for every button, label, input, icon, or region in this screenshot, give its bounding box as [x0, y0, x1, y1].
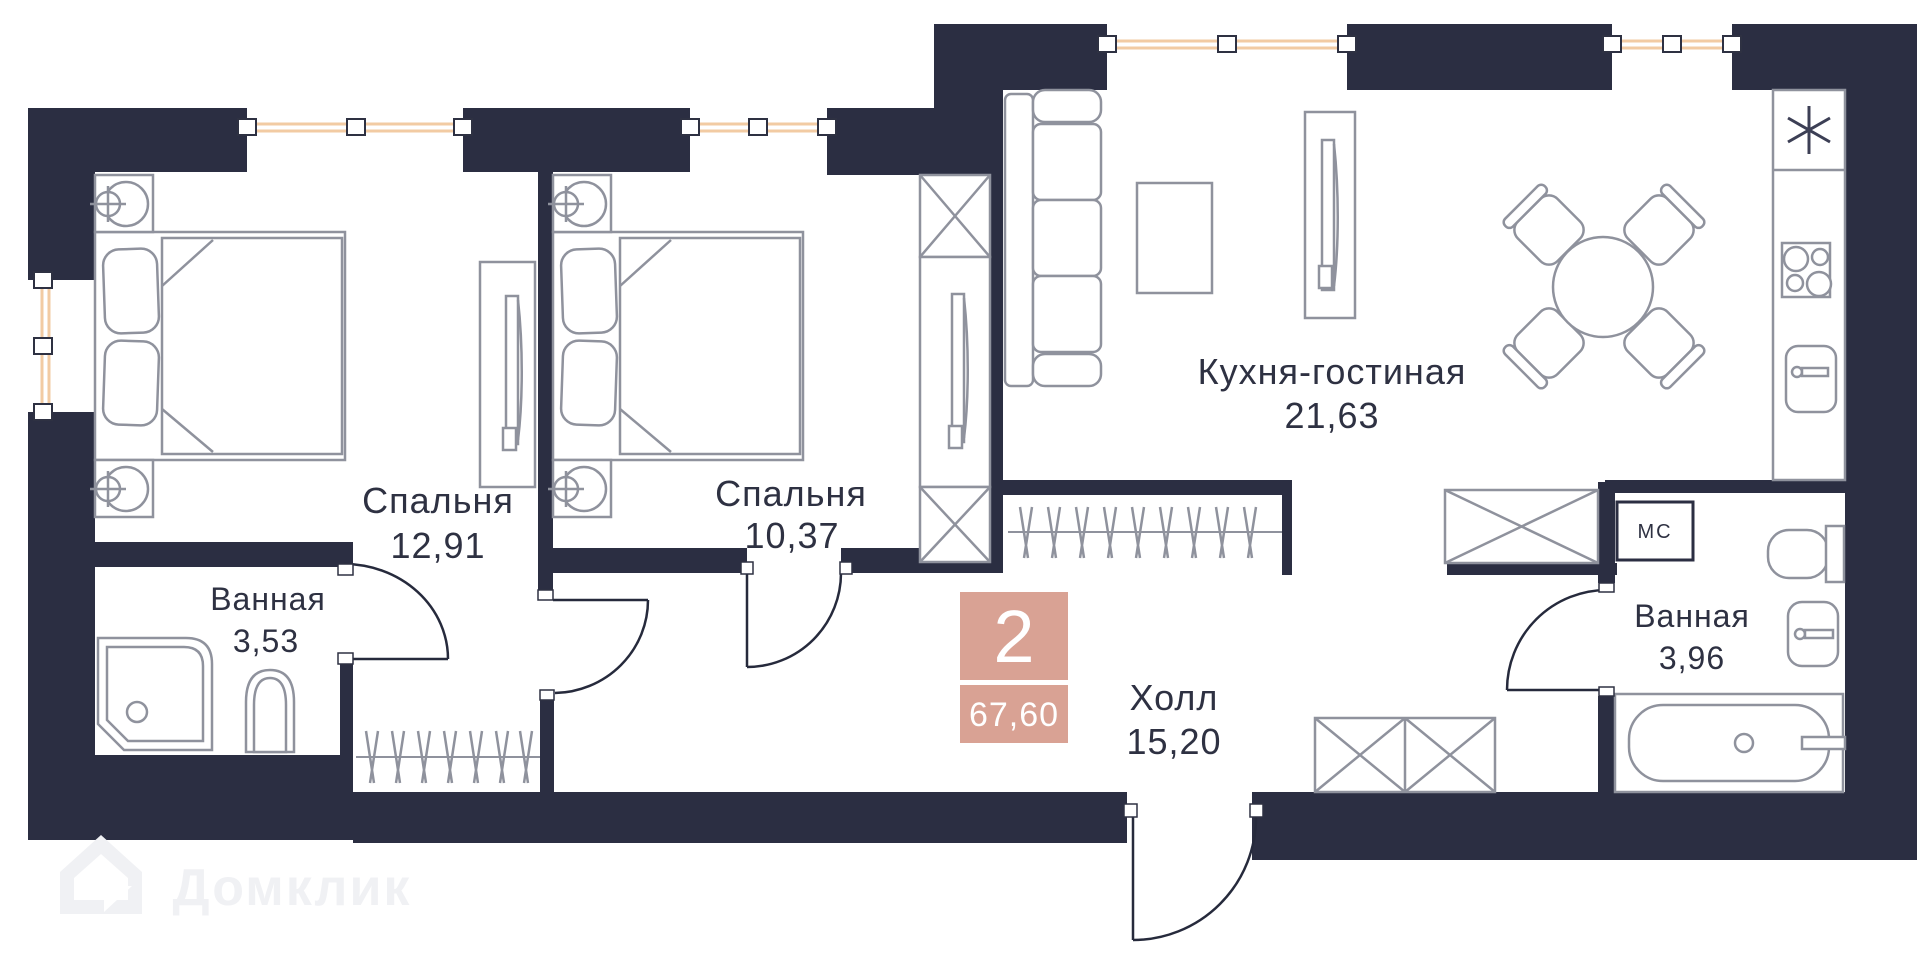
- room-labels: Спальня 12,91 Спальня 10,37 Ванная 3,53 …: [210, 351, 1750, 762]
- toilet-icon: [1766, 524, 1846, 584]
- badge-area-box: [960, 685, 1068, 743]
- tv-dresser-bedroom-1: [478, 260, 537, 489]
- entrance-door: [1131, 816, 1258, 942]
- washing-machine-label: МС: [1637, 521, 1672, 543]
- badge-rooms-box: [960, 592, 1068, 680]
- door-bedroom-1: [553, 598, 650, 695]
- nightstand-lamp-icon: [90, 173, 155, 519]
- door-posts: [337, 561, 1615, 818]
- walls: [28, 24, 1917, 860]
- hall-wardrobe-top: [1443, 488, 1600, 565]
- room-area-bathroom-right: 3,96: [1659, 640, 1725, 676]
- badge-total-area: 67,60: [969, 696, 1059, 734]
- room-label-bedroom-1: Спальня: [362, 480, 514, 521]
- kitchen-counter: [1771, 88, 1847, 482]
- room-label-kitchen-living: Кухня-гостиная: [1198, 351, 1467, 392]
- dining-table: [1551, 235, 1655, 339]
- toilet-icon: [244, 668, 296, 754]
- door-bathroom-right: [1505, 588, 1608, 692]
- room-label-bedroom-2: Спальня: [715, 473, 867, 514]
- window-frame-icon: [33, 35, 1742, 421]
- room-label-hall: Холл: [1130, 677, 1219, 718]
- bed-bedroom-2: [551, 230, 805, 462]
- door-bathroom-left: [343, 562, 450, 661]
- bathroom-sink-icon: [1786, 600, 1840, 668]
- wardrobe-tv-column-bedroom-2: [918, 173, 992, 564]
- watermark-text: Домклик: [173, 859, 412, 917]
- washing-machine-box: [1615, 500, 1695, 562]
- room-label-bathroom-right: Ванная: [1634, 598, 1750, 634]
- sofa: [1003, 88, 1103, 388]
- room-area-kitchen-living: 21,63: [1284, 395, 1379, 436]
- apartment-badge: 2 67,60: [960, 592, 1068, 743]
- windows: [33, 35, 1742, 421]
- badge-rooms-count: 2: [993, 595, 1034, 678]
- vent-icon: [1787, 106, 1831, 154]
- domclick-logo-icon: [60, 835, 142, 914]
- nightstand-lamp-icon: [548, 173, 613, 519]
- room-label-bathroom-left: Ванная: [210, 581, 326, 617]
- shower-icon: [96, 636, 214, 752]
- room-area-bedroom-2: 10,37: [744, 515, 839, 556]
- door-bedroom-2: [745, 572, 843, 669]
- coffee-table: [1135, 181, 1214, 295]
- hanger-rail-hall: [1008, 506, 1282, 559]
- room-area-bedroom-1: 12,91: [390, 525, 485, 566]
- room-area-hall: 15,20: [1126, 721, 1221, 762]
- bathtub-icon: [1613, 692, 1847, 794]
- kitchen-sink-icon: [1784, 344, 1838, 414]
- hall-wardrobe-bottom: [1313, 716, 1497, 794]
- dining-set: [1502, 183, 1706, 390]
- stove-icon: [1780, 241, 1833, 299]
- hanger-rail-closet: [356, 730, 540, 784]
- watermark: Домклик: [60, 835, 412, 917]
- bed-bedroom-1: [93, 230, 347, 462]
- room-area-bathroom-left: 3,53: [233, 623, 299, 659]
- tv-stand-living: [1303, 110, 1357, 320]
- doors: [343, 562, 1608, 942]
